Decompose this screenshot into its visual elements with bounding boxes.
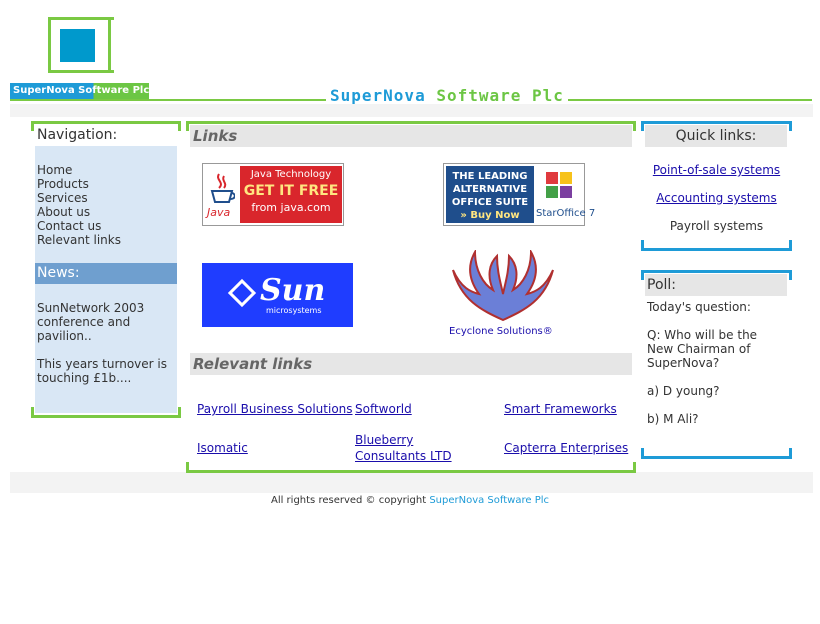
site-title: SuperNova Software Plc (326, 86, 568, 106)
navigation-list: Home Products Services About us Contact … (37, 163, 121, 247)
staroffice-brand: StarOffice 7 (536, 208, 596, 219)
footer-copyright: All rights reserved © copyright (270, 495, 427, 506)
nav-item-relevant-links[interactable]: Relevant links (37, 233, 121, 247)
quick-links-panel: Quick links: Point-of-sale systems Accou… (641, 121, 792, 251)
poll-question-label: Today's question: (647, 300, 751, 314)
sun-microsystems-banner[interactable]: Sun microsystems (202, 263, 353, 327)
staroffice-line2: ALTERNATIVE (452, 184, 528, 195)
staroffice-cube-icon (546, 172, 572, 198)
navigation-heading: Navigation: (35, 125, 177, 146)
left-sidebar: Navigation: Home Products Services About… (31, 121, 181, 418)
site-title-part1: SuperNova (330, 86, 426, 105)
poll-panel: Poll: Today's question: Q: Who will be t… (641, 270, 792, 459)
quick-link-point-of-sale[interactable]: Point-of-sale systems (652, 163, 781, 177)
news-item: This years turnover is touching £1b.... (37, 357, 167, 385)
java-ad-line1: Java Technology (250, 169, 332, 180)
ecyclone-flame-icon[interactable] (441, 250, 565, 328)
footer: All rights reserved © copyright SuperNov… (0, 494, 820, 508)
poll-question: Q: Who will be the New Chairman of Super… (647, 328, 758, 370)
sun-brand: Sun (260, 273, 326, 308)
link-smart-frameworks[interactable]: Smart Frameworks (504, 402, 617, 416)
link-capterra-enterprises[interactable]: Capterra Enterprises (504, 441, 629, 455)
nav-item-products[interactable]: Products (37, 177, 89, 191)
main-content: Links Java Java Technology GET IT FREE f… (186, 121, 636, 473)
staroffice-line3: OFFICE SUITE (451, 197, 529, 208)
poll-heading: Poll: (645, 274, 787, 296)
nav-item-home[interactable]: Home (37, 163, 73, 177)
nav-item-services[interactable]: Services (37, 191, 88, 205)
link-softworld[interactable]: Softworld (355, 402, 412, 416)
staroffice-banner[interactable]: THE LEADING ALTERNATIVE OFFICE SUITE » B… (443, 163, 595, 226)
nav-item-contact-us[interactable]: Contact us (37, 219, 102, 233)
staroffice-buy-now: » Buy Now (460, 210, 520, 221)
java-ad-line2: GET IT FREE (243, 183, 339, 199)
news-heading: News: (35, 263, 177, 284)
logo-square-icon (60, 29, 95, 62)
poll-option-a[interactable]: a) D young? (647, 384, 720, 398)
link-payroll-business-solutions[interactable]: Payroll Business Solutions (197, 402, 353, 416)
quick-link-accounting[interactable]: Accounting systems (656, 191, 777, 205)
logo-mark (48, 17, 114, 73)
news-item: SunNetwork 2003 conference and pavilion.… (37, 301, 145, 343)
footer-brand[interactable]: SuperNova Software Plc (429, 495, 549, 506)
quick-links-heading: Quick links: (645, 125, 787, 147)
link-isomatic[interactable]: Isomatic (197, 441, 248, 455)
java-brand: Java (207, 206, 231, 219)
sun-sub: microsystems (266, 306, 322, 315)
links-heading: Links (190, 125, 632, 147)
sun-logo-icon (227, 278, 257, 308)
link-blueberry-consultants[interactable]: Blueberry Consultants LTD (355, 433, 452, 463)
news-list: SunNetwork 2003 conference and pavilion.… (37, 301, 177, 399)
java-cup-icon (210, 173, 235, 203)
quick-link-payroll[interactable]: Payroll systems (669, 219, 764, 233)
site-title-part2: Software Plc (436, 86, 564, 105)
staroffice-line1: THE LEADING (452, 171, 528, 182)
java-banner[interactable]: Java Java Technology GET IT FREE from ja… (202, 163, 344, 226)
nav-item-about-us[interactable]: About us (37, 205, 91, 219)
ecyclone-label[interactable]: Ecyclone Solutions® (449, 326, 553, 337)
relevant-links-heading: Relevant links (190, 353, 632, 375)
java-ad-line3: from java.com (251, 201, 331, 214)
logo-text: SuperNova Software Plc (10, 83, 149, 99)
poll-option-b[interactable]: b) M Ali? (647, 412, 699, 426)
